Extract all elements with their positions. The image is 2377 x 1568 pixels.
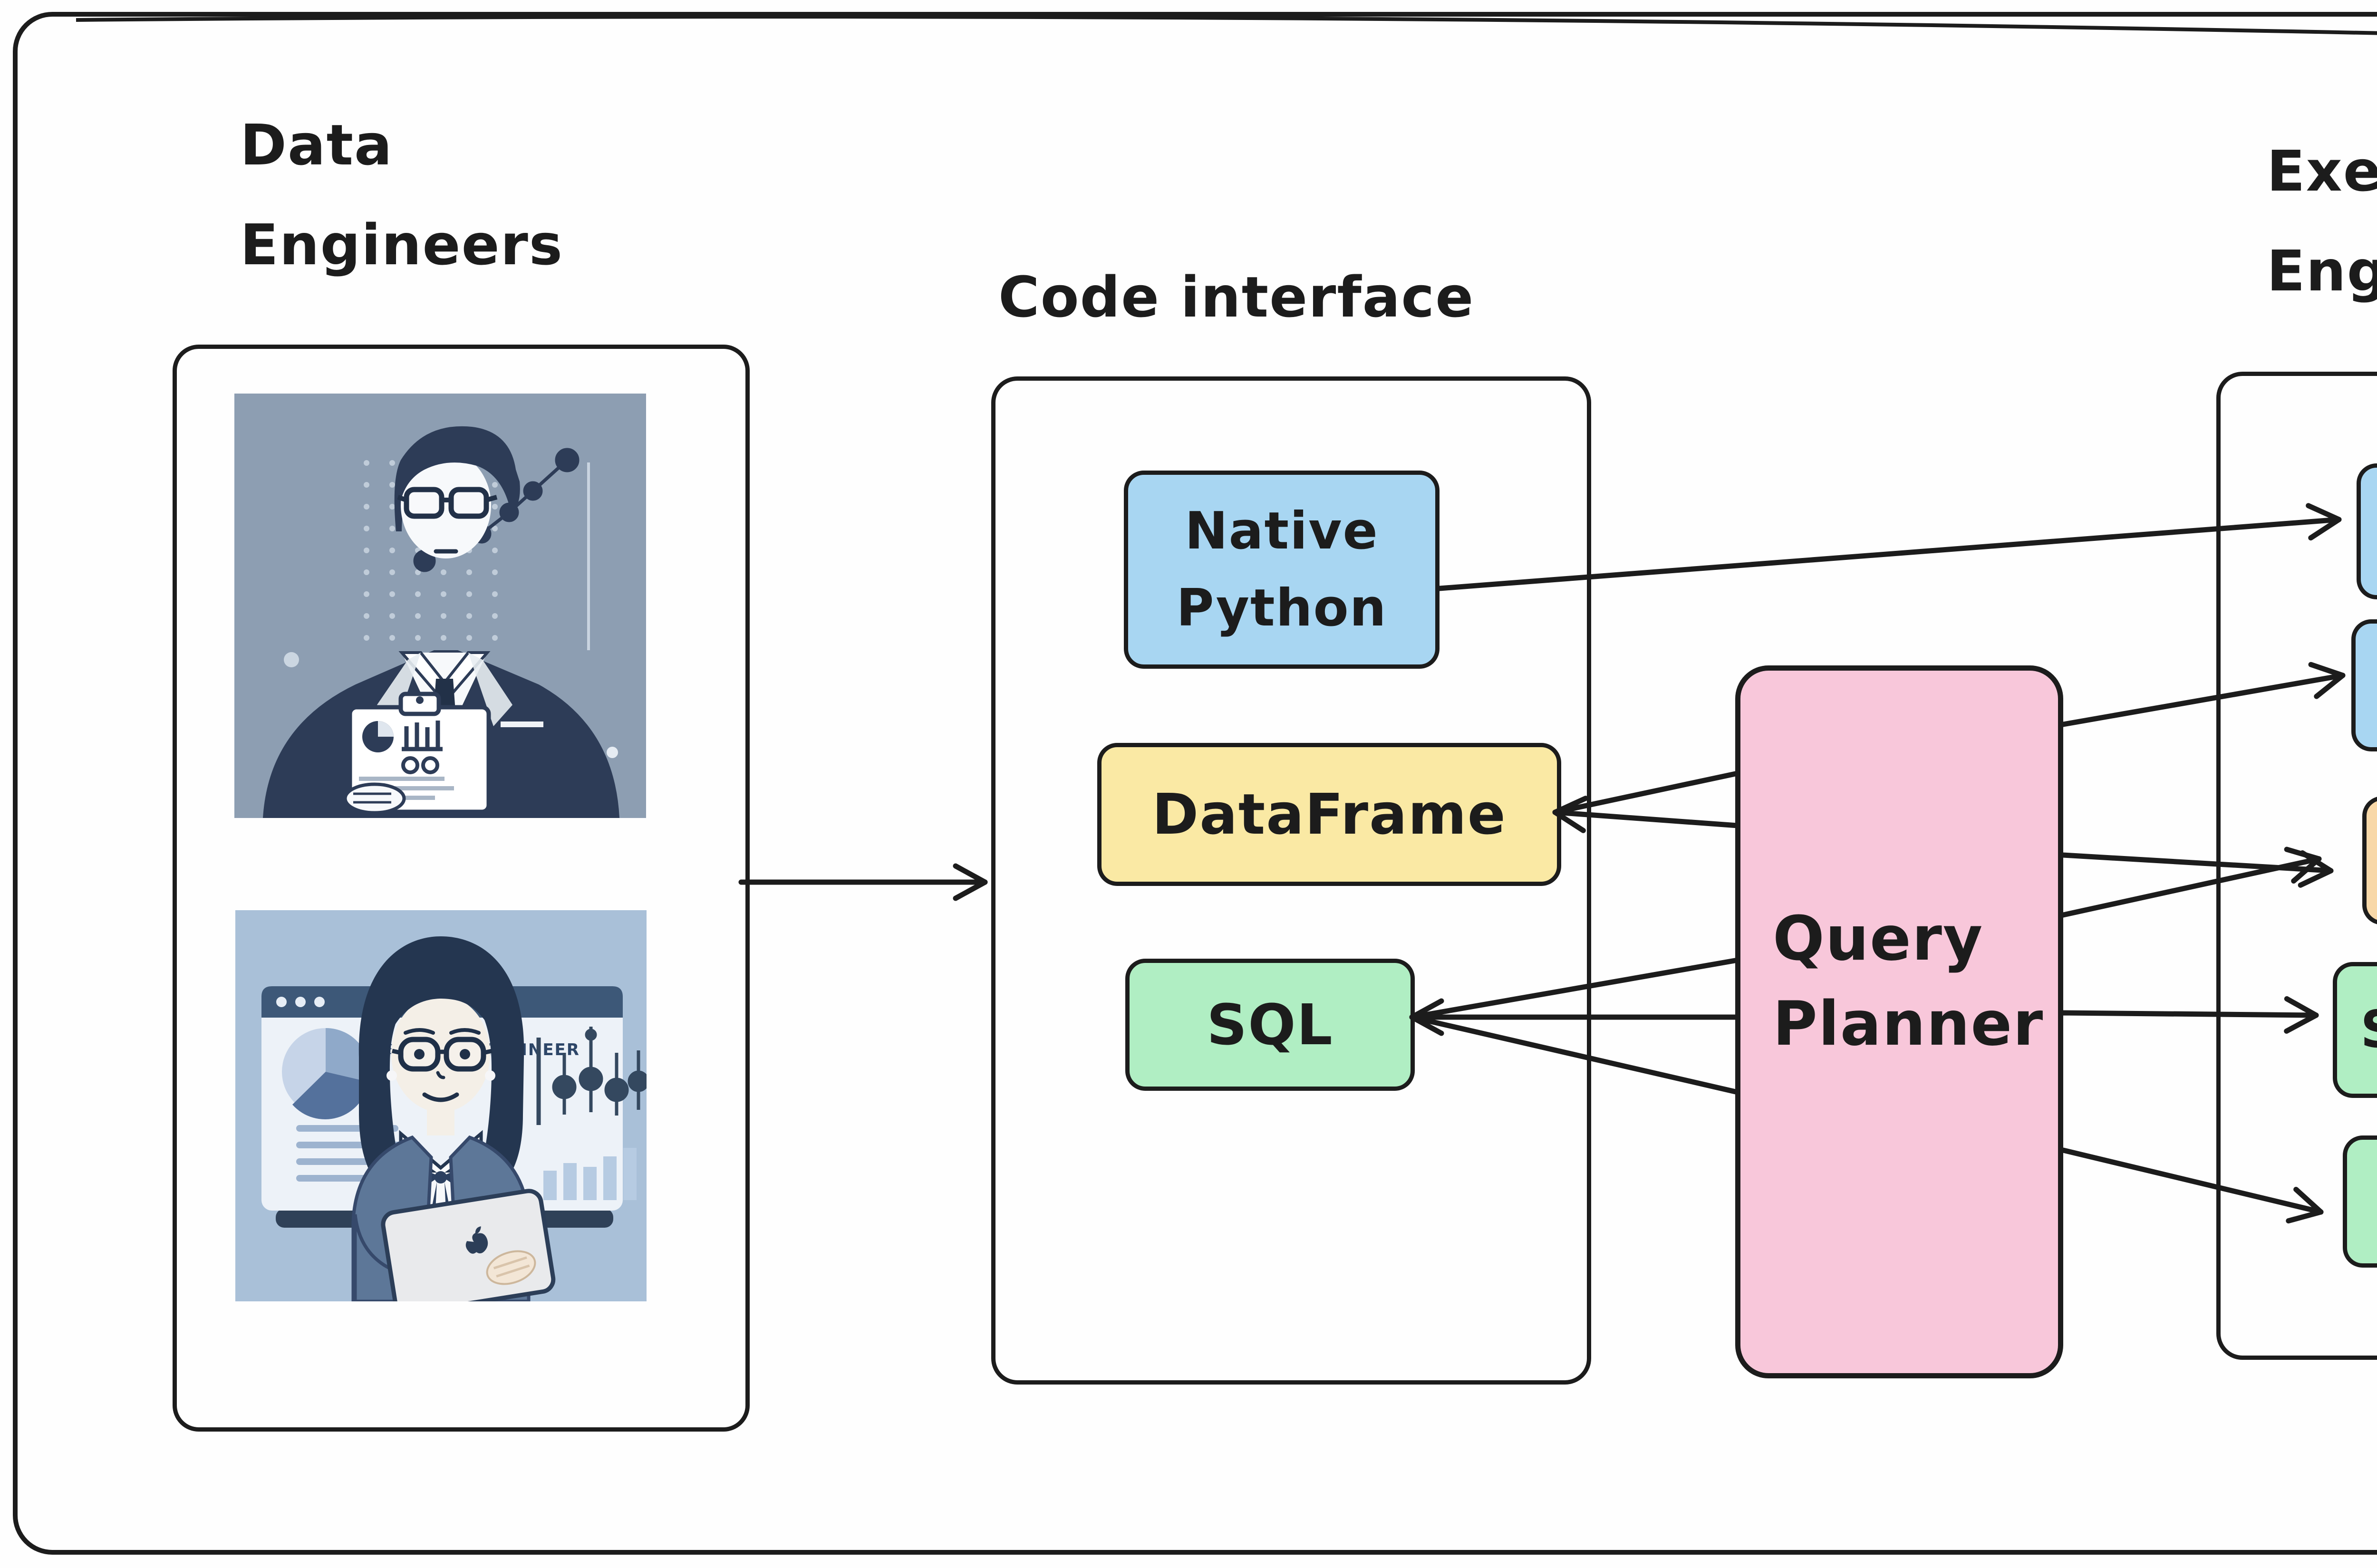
male-engineer-figure: [263, 426, 619, 818]
female-engineer-illustration: DATA ENGINEER S00: [235, 910, 647, 1301]
female-engineer-figure: [351, 936, 556, 1301]
node-dataframe: DataFrame: [1097, 743, 1561, 886]
outer-frame: [13, 12, 2377, 1555]
node-polars: Polars: [2351, 619, 2377, 751]
hand: [343, 782, 406, 815]
node-query-planner: Query Planner: [1735, 665, 2063, 1378]
earring: [485, 1070, 495, 1081]
node-native-python: Native Python: [1124, 471, 1440, 669]
node-snowflake: Snowflake: [2333, 962, 2377, 1098]
hand: [486, 1250, 536, 1285]
bar-chart-icon: [402, 721, 443, 751]
execution-engine-title: Execution Engine: [2267, 138, 2377, 304]
bar-chart-icon: [543, 1148, 637, 1200]
apple-logo-icon: [465, 1226, 488, 1254]
code-interface-title: Code interface: [998, 264, 1475, 330]
data-engineers-panel: [173, 345, 750, 1432]
node-duckdb: DuckDB: [2343, 1135, 2377, 1268]
arrow-native-python-to-cpython: [1437, 503, 2342, 591]
data-engineers-title: Data Engineers: [240, 112, 564, 278]
smile: [422, 1092, 459, 1102]
node-sql: SQL: [1125, 959, 1415, 1091]
earring: [387, 1070, 397, 1081]
pie-chart-icon: [282, 1028, 370, 1120]
male-engineer-illustration: [234, 394, 646, 818]
stock-chart-icon: [536, 1027, 647, 1125]
glasses-icon: [397, 487, 498, 519]
node-cpython: CPython: [2357, 463, 2377, 599]
